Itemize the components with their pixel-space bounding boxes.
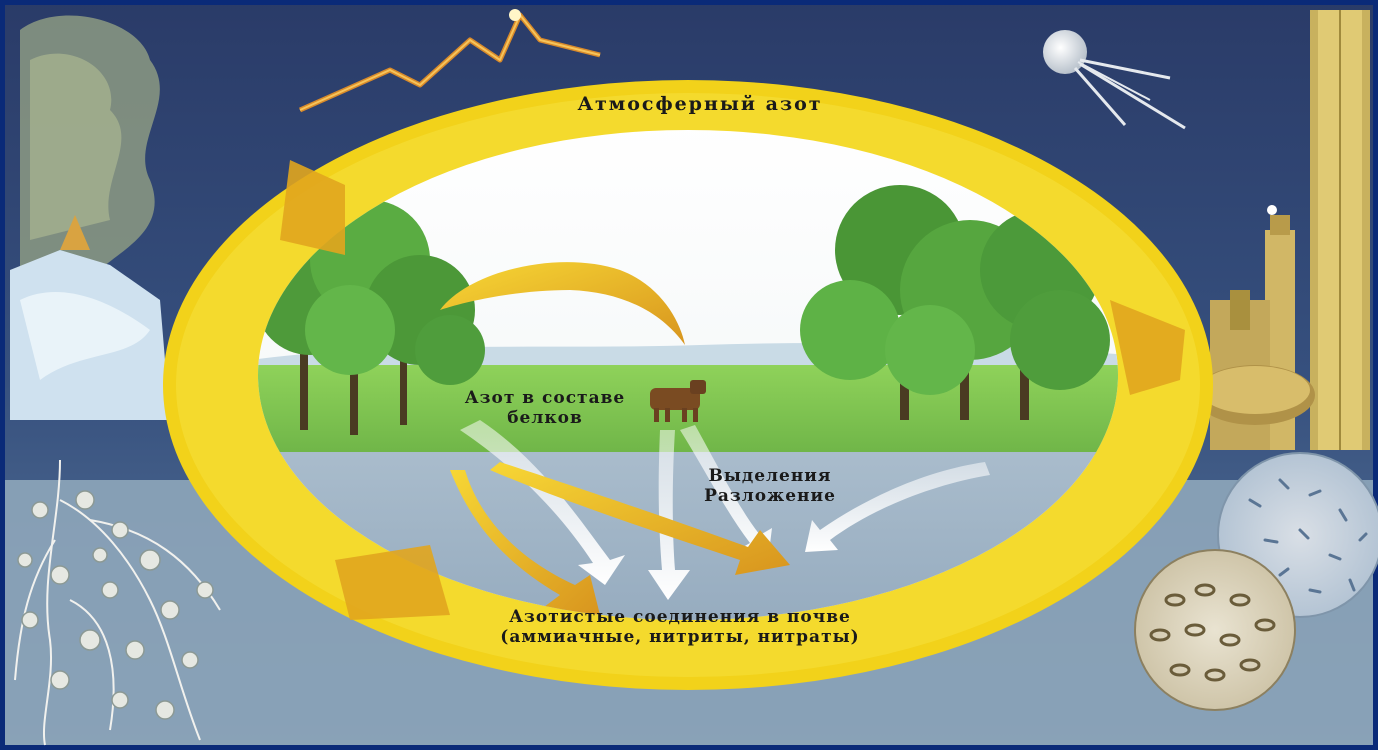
- soil-compounds-label: Азотистые соединения в почве (аммиачные,…: [440, 608, 920, 647]
- volcano-icon: [10, 16, 170, 420]
- protein-nitrogen-line2: белков: [440, 409, 650, 429]
- soil-compounds-line2: (аммиачные, нитриты, нитраты): [440, 628, 920, 648]
- protein-nitrogen-line1: Азот в составе: [440, 389, 650, 409]
- atmospheric-nitrogen-label: Атмосферный азот: [540, 94, 860, 116]
- excretion-line2: Разложение: [660, 487, 880, 507]
- excretion-label: Выделения Разложение: [660, 467, 880, 506]
- excretion-line1: Выделения: [660, 467, 880, 487]
- protein-nitrogen-label: Азот в составе белков: [440, 389, 650, 428]
- soil-compounds-line1: Азотистые соединения в почве: [440, 608, 920, 628]
